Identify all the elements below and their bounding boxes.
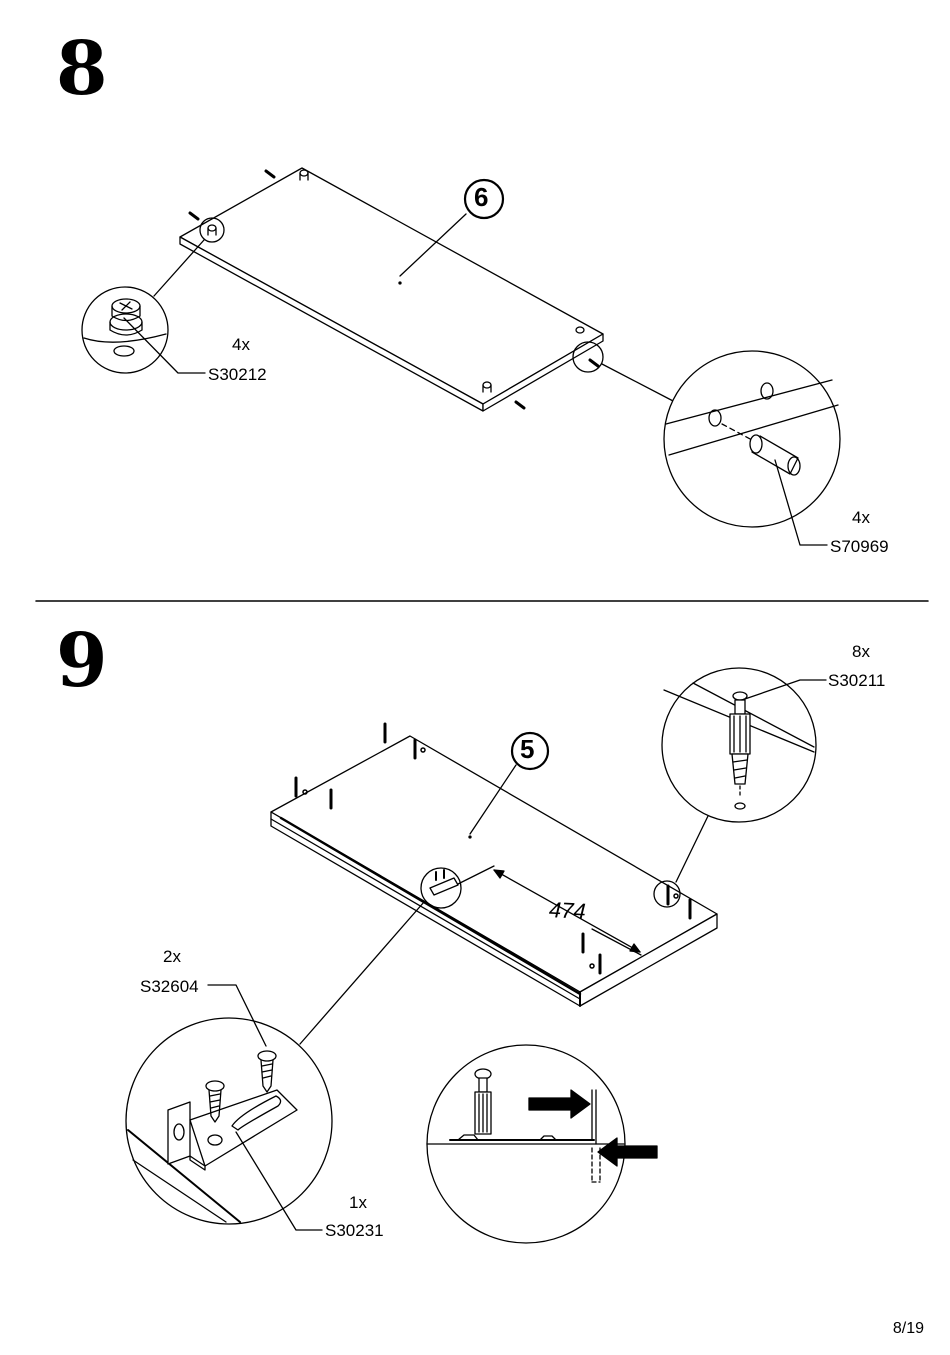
- dimension-line-474: [457, 865, 642, 956]
- panel-6-label: 6: [474, 182, 489, 212]
- step-9-number: 9: [56, 618, 107, 704]
- part-s30211-code: S30211: [828, 671, 886, 690]
- part-s30211-qty: 8x: [852, 642, 870, 661]
- part-s30212-code: S30212: [208, 365, 267, 384]
- page-number: 8/19: [892, 1320, 924, 1337]
- detail-alignment-circle: [426, 1044, 658, 1244]
- part-s30231-code: S30231: [325, 1221, 384, 1240]
- zoom-screw-s30211: [661, 667, 827, 883]
- zoom-cam-lock-s30212: [81, 239, 206, 374]
- part-s30212-qty: 4x: [232, 335, 250, 354]
- dowel-marks-panel-6: [188, 169, 600, 410]
- panel-5-drawing: [270, 735, 718, 1007]
- panel-5-callout-circle: [510, 731, 550, 771]
- zoom-bracket-s32604-s30231: [125, 901, 425, 1231]
- part-s32604-qty: 2x: [163, 947, 181, 966]
- screw-zoom-marker: [653, 880, 681, 908]
- part-s70969-code: S70969: [830, 537, 889, 556]
- panel-5-label: 5: [520, 734, 535, 764]
- cam-lock-marks-panel-6: [207, 169, 585, 393]
- step-8-number: 8: [56, 26, 107, 112]
- dimension-474: 474: [548, 897, 587, 924]
- panel-6-drawing: [179, 167, 604, 412]
- part-s70969-qty: 4x: [852, 508, 870, 527]
- bracket-zoom-marker: [420, 867, 462, 909]
- part-s32604-code: S32604: [140, 977, 199, 996]
- panel-6-callout-circle: [463, 178, 505, 220]
- zoom-dowel-s70969: [601, 350, 841, 546]
- screw-marks-panel-5: [294, 722, 692, 975]
- part-s30231-qty: 1x: [349, 1193, 367, 1212]
